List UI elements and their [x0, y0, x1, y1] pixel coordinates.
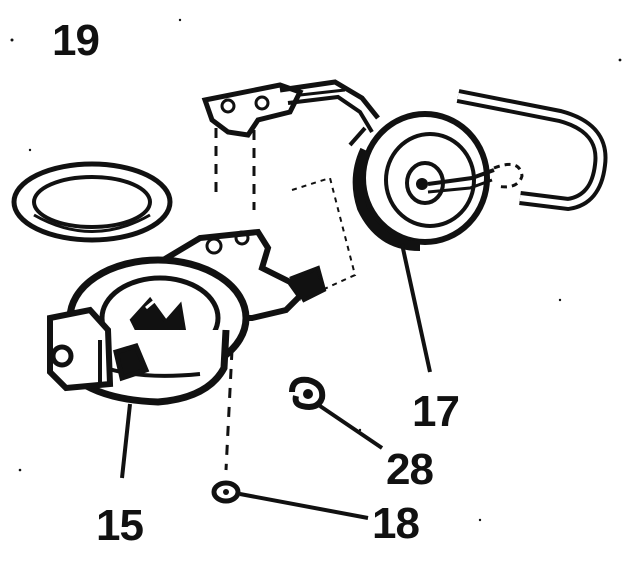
nut-part-18: [211, 480, 369, 520]
scan-speckle: [10, 18, 622, 522]
label-part-15: 15: [96, 501, 143, 550]
label-part-28: 28: [386, 445, 433, 494]
label-part-18: 18: [372, 499, 419, 548]
breaker-plate-part-15: [47, 228, 327, 479]
spring-clip-part-28: [289, 376, 384, 450]
gasket-ring-part-19: [11, 161, 173, 243]
alignment-dash-to-nut: [224, 349, 234, 471]
label-part-17: 17: [412, 387, 459, 436]
label-part-19: 19: [52, 16, 99, 65]
vacuum-diaphragm-part-17: [201, 79, 608, 373]
